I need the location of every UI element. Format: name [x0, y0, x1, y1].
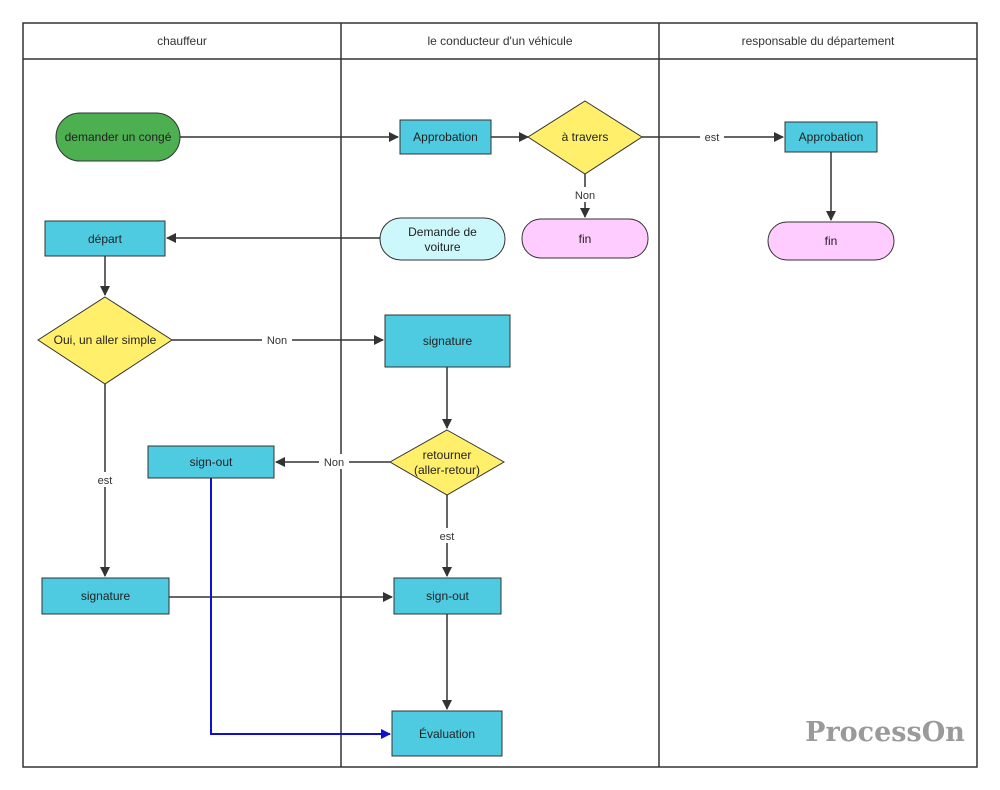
node-signout-chauffeur[interactable]: sign-out: [147, 445, 275, 479]
travers-label: à travers: [562, 130, 609, 144]
retour-diamond: [388, 429, 506, 496]
evaluation-label: Évaluation: [419, 726, 475, 741]
node-signature-chauffeur[interactable]: signature: [41, 577, 170, 615]
node-decision-travers[interactable]: à travers: [527, 100, 643, 175]
fin2-label: fin: [825, 234, 838, 248]
edge-signout-left-to-evaluation: [210, 478, 391, 739]
start-terminator-shape: [55, 112, 181, 162]
edge-label-bg: [700, 129, 724, 144]
lane-header-conducteur: le conducteur d'un véhicule: [427, 34, 572, 48]
edge-labels: est Non Non est Non est: [93, 129, 724, 543]
node-decision-retour[interactable]: retourner (aller-retour): [388, 429, 506, 496]
edge-label-retour-no: Non: [324, 457, 344, 469]
signature-left-label: signature: [81, 589, 131, 603]
signout-left-box: [147, 445, 275, 479]
edge-label-aller-no: Non: [267, 335, 287, 347]
fin2-terminator-shape: [767, 221, 895, 261]
edge-label-travers-no: Non: [575, 190, 595, 202]
start-label: demander un congé: [65, 130, 172, 144]
node-evaluation[interactable]: Évaluation: [391, 710, 503, 757]
signout-mid-box: [393, 577, 502, 615]
travers-diamond: [527, 100, 643, 175]
node-approbation-responsable[interactable]: Approbation: [784, 121, 878, 153]
node-signature-conducteur[interactable]: signature: [384, 314, 511, 368]
node-demande-voiture[interactable]: Demande de voiture: [379, 217, 506, 261]
signout-mid-label: sign-out: [426, 589, 469, 603]
signature-mid-label: signature: [423, 334, 473, 348]
edge-label-bg: [319, 454, 349, 469]
lane-header-chauffeur: chauffeur: [157, 34, 207, 48]
fin1-terminator-shape: [521, 218, 649, 259]
processon-watermark: ProcessOn: [805, 717, 965, 748]
signature-left-box: [41, 577, 170, 615]
node-fin-conducteur[interactable]: fin: [521, 218, 649, 259]
aller-simple-diamond: [37, 296, 173, 385]
depart-box: [44, 220, 166, 257]
depart-label: départ: [88, 232, 123, 246]
edge-label-bg: [262, 332, 292, 347]
signature-mid-box: [384, 314, 511, 368]
demande-voiture-shape: [379, 217, 506, 261]
demande-voiture-line2: voiture: [424, 240, 460, 254]
node-signout-conducteur[interactable]: sign-out: [393, 577, 502, 615]
node-fin-responsable[interactable]: fin: [767, 221, 895, 261]
retour-line2: (aller-retour): [414, 463, 480, 477]
lane-header-responsable: responsable du département: [742, 34, 895, 48]
retour-line1: retourner: [423, 448, 472, 462]
aller-simple-label: Oui, un aller simple: [54, 333, 157, 347]
node-approbation-conducteur[interactable]: Approbation: [399, 119, 492, 155]
edge-label-aller-yes: est: [98, 475, 113, 487]
approbation-box: [399, 119, 492, 155]
demande-voiture-line1: Demande de: [408, 225, 477, 239]
edge-label-bg: [435, 528, 459, 543]
approbation-label: Approbation: [413, 130, 478, 144]
edge-label-retour-yes: est: [440, 531, 455, 543]
frame-border: [22, 22, 978, 768]
node-decision-aller-simple[interactable]: Oui, un aller simple: [37, 296, 173, 385]
swimlane-frame: [22, 22, 978, 768]
fin1-label: fin: [579, 232, 592, 246]
signout-left-label: sign-out: [190, 455, 233, 469]
approbation2-box: [784, 121, 878, 153]
edge-label-bg: [570, 187, 600, 202]
evaluation-box: [391, 710, 503, 757]
edge-label-travers-yes: est: [705, 132, 720, 144]
edge-label-bg: [93, 472, 117, 487]
node-depart[interactable]: départ: [44, 220, 166, 257]
approbation2-label: Approbation: [799, 130, 864, 144]
node-start[interactable]: demander un congé: [55, 112, 181, 162]
